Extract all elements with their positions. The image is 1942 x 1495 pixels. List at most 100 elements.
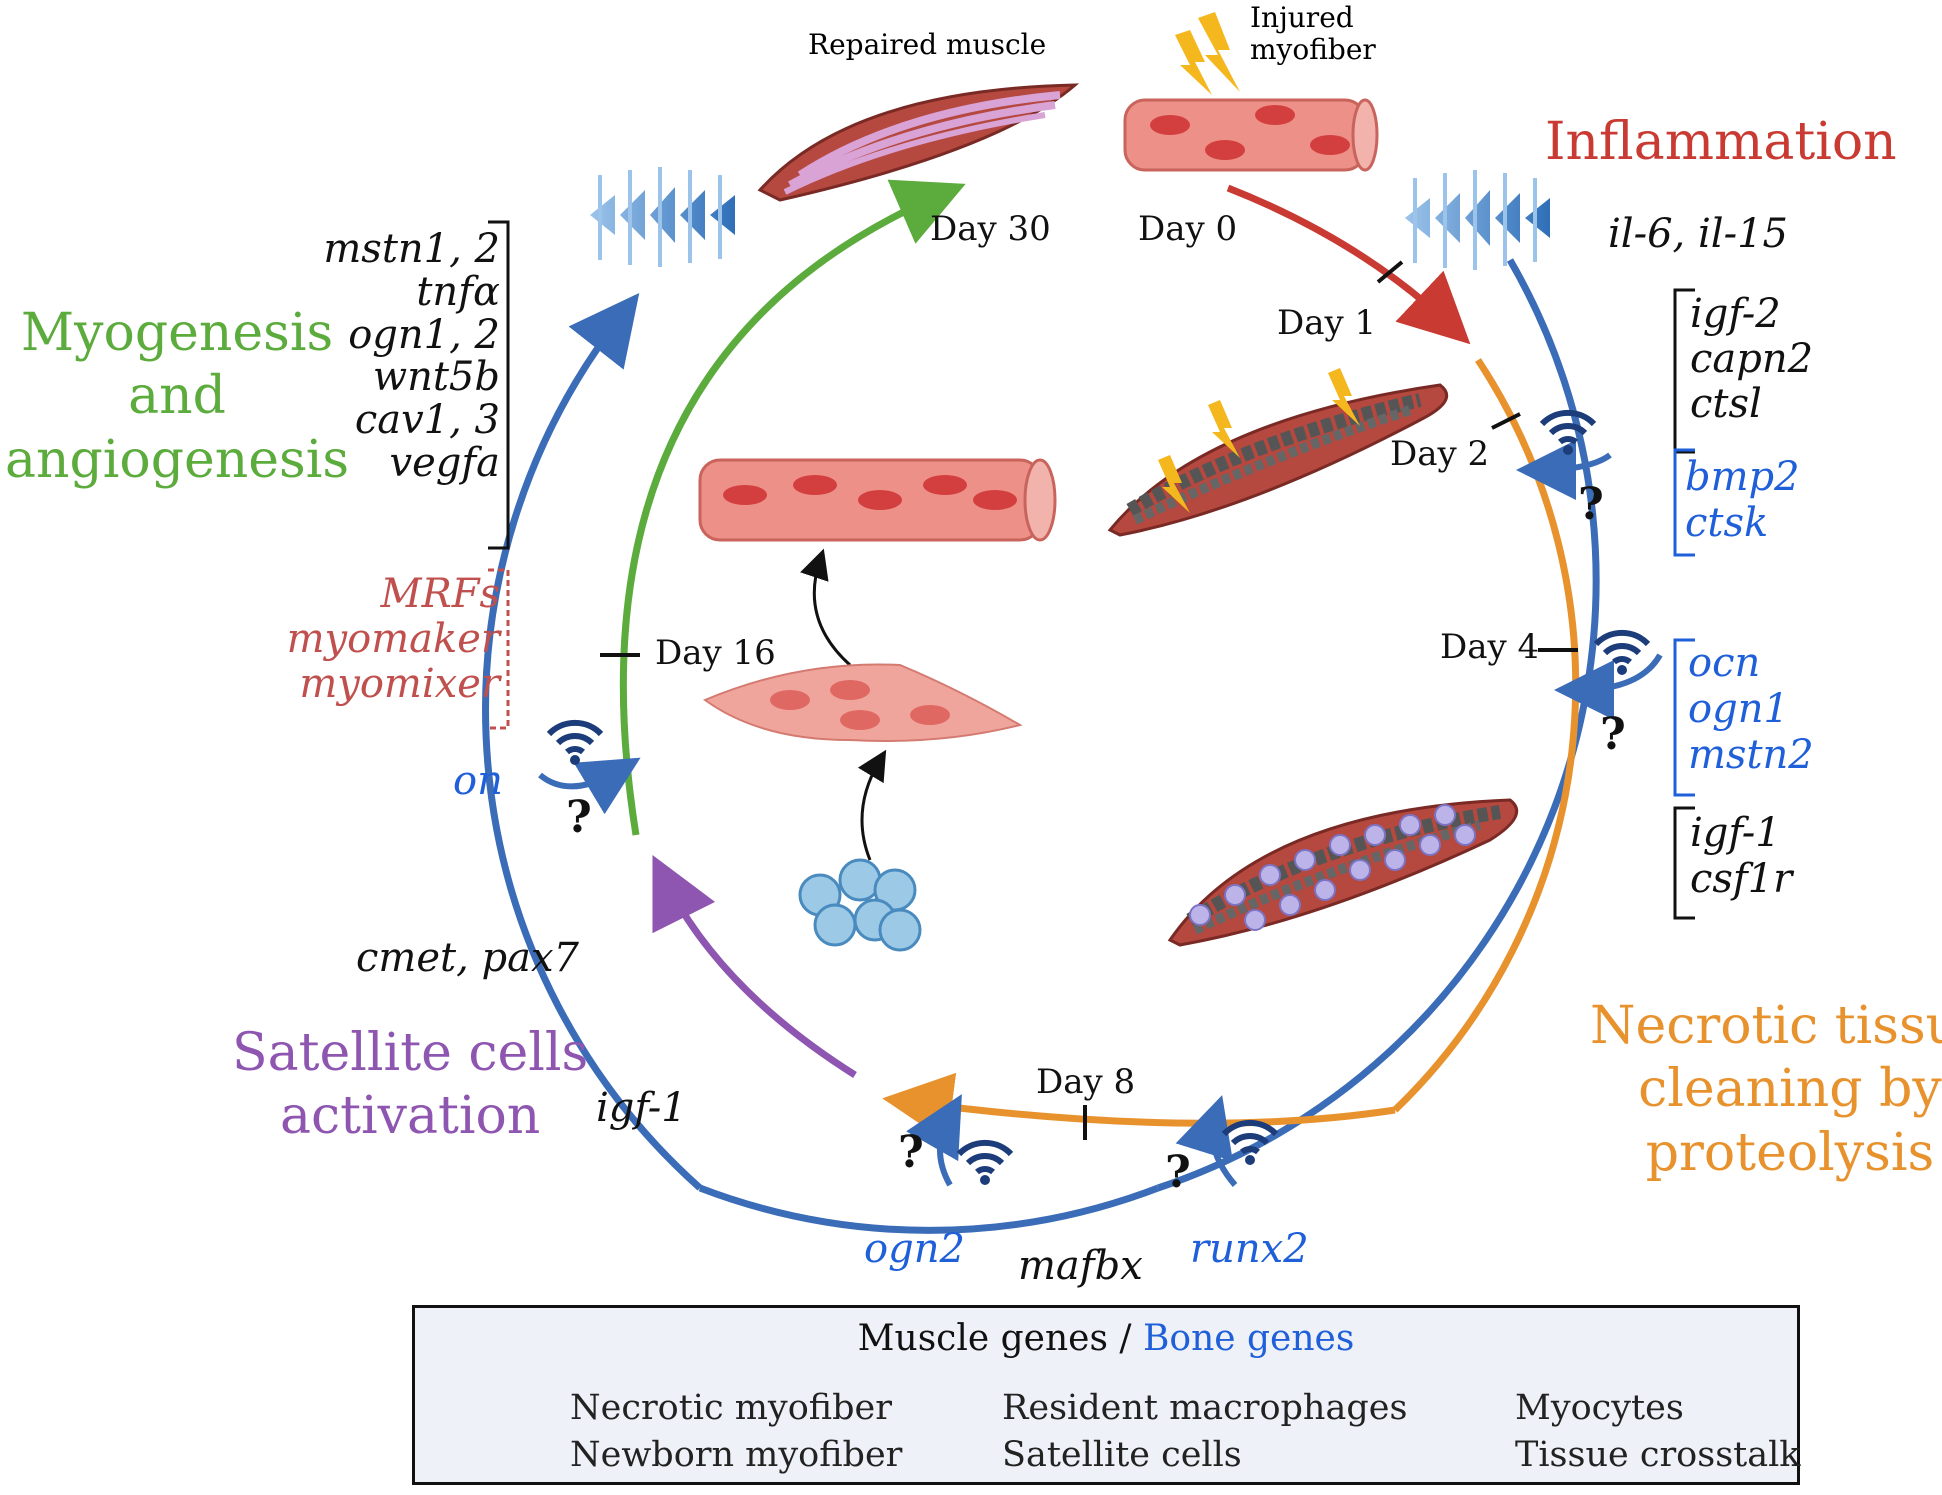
gene-list-myogenesis: mstn1, 2 tnfα ogn1, 2 wnt5b cav1, 3 vegf… — [320, 228, 500, 485]
satellite-cells-illustration — [798, 858, 922, 952]
gene-on: on — [453, 758, 503, 804]
fusion-arrow — [800, 548, 852, 667]
gene-item: tnfα — [416, 268, 500, 315]
gene-ogn2: ogn2 — [864, 1226, 965, 1272]
crosstalk-icon — [956, 1139, 1014, 1185]
gene-item: igf-1 — [1690, 810, 1781, 856]
phase-necrotic-line: proteolysis — [1645, 1122, 1935, 1183]
gene-item: vegfa — [389, 439, 500, 486]
question-mark: ? — [1578, 479, 1604, 530]
question-mark: ? — [1165, 1147, 1191, 1198]
phase-necrotic: Necrotic tissue cleaning by proteolysis — [1590, 995, 1942, 1185]
gene-item: wnt5b — [372, 354, 500, 401]
legend: Muscle genes / Bone genes — [412, 1305, 1800, 1485]
differentiation-arrow — [857, 749, 887, 861]
gene-item: mstn1, 2 — [323, 226, 500, 272]
gene-item: ocn — [1688, 640, 1761, 686]
lightning-icon — [1158, 455, 1190, 513]
satellite-arrow — [652, 854, 857, 1078]
gene-item: bmp2 — [1685, 454, 1800, 500]
gene-item: ogn1, 2 — [348, 311, 500, 358]
crosstalk-icon — [1221, 1119, 1279, 1165]
gene-igf1-satellite: igf-1 — [596, 1085, 687, 1131]
phase-satellite-line: Satellite cells — [232, 1023, 589, 1083]
gene-item: ctsl — [1690, 380, 1762, 427]
lightning-icon — [1175, 30, 1212, 95]
gene-cmet-pax7: cmet, pax7 — [356, 935, 579, 981]
phase-myogenesis-line: angiogenesis — [5, 429, 350, 490]
repaired-muscle-label: Repaired muscle — [808, 28, 1047, 61]
gene-list-day4-muscle: igf-1 csf1r — [1690, 810, 1792, 902]
crosstalk-arrow-runx2 — [1175, 1095, 1238, 1187]
legend-myocytes: Myocytes — [1515, 1388, 1684, 1428]
day2-tick — [1491, 412, 1521, 430]
bracket — [1673, 806, 1695, 920]
phase-myogenesis-line: and — [128, 366, 226, 427]
question-mark: ? — [1600, 709, 1626, 760]
gene-item: ctsk — [1685, 500, 1769, 546]
lightning-icon — [1328, 368, 1360, 426]
outer-ring — [482, 258, 1600, 1234]
macrophage-muscle-illustration — [1167, 798, 1519, 947]
legend-title-bone: Bone genes — [1142, 1318, 1355, 1359]
phase-satellite-line: activation — [279, 1086, 541, 1147]
day1-tick — [1376, 260, 1404, 284]
gene-item: myomixer — [299, 660, 500, 707]
gene-item: cav1, 3 — [354, 397, 500, 444]
legend-satellite-cells: Satellite cells — [1002, 1435, 1242, 1475]
bracket — [1673, 638, 1695, 797]
gene-item: mstn2 — [1688, 732, 1814, 778]
crosstalk-icon — [1539, 409, 1597, 455]
signal-wave-icon — [590, 167, 735, 267]
day-30-label: Day 30 — [930, 209, 1051, 249]
crosstalk-arrow-day2 — [1516, 439, 1612, 500]
phase-myogenesis: Myogenesis and angiogenesis — [5, 302, 349, 492]
gene-list-day2-muscle: igf-2 capn2 ctsl — [1690, 292, 1813, 426]
injured-myofiber-label: Injured myofiber — [1250, 1, 1376, 67]
bracket — [1673, 288, 1695, 454]
phase-satellite: Satellite cells activation — [232, 1022, 588, 1149]
signal-wave-icon — [1405, 170, 1550, 270]
day-0-label: Day 0 — [1138, 209, 1238, 249]
lightning-icon — [1208, 400, 1240, 458]
injured-label-line: myofiber — [1250, 33, 1376, 67]
phase-myogenesis-line: Myogenesis — [20, 303, 334, 363]
phase-inflammation: Inflammation — [1545, 112, 1897, 172]
bracket — [488, 220, 510, 550]
day-1-label: Day 1 — [1277, 303, 1377, 343]
injured-label-line: Injured — [1250, 1, 1354, 34]
bracket — [1673, 448, 1695, 557]
gene-item: igf-2 — [1690, 291, 1781, 337]
injured-myofiber-illustration — [1123, 98, 1379, 172]
gene-item: csf1r — [1690, 856, 1793, 902]
legend-tissue-crosstalk: Tissue crosstalk — [1515, 1435, 1801, 1475]
macrophage-cells — [1189, 804, 1476, 931]
gene-list-day2-bone: bmp2 ctsk — [1685, 454, 1800, 546]
day-4-label: Day 4 — [1440, 627, 1540, 667]
legend-title-muscle: Muscle genes — [857, 1318, 1108, 1359]
gene-runx2: runx2 — [1190, 1226, 1309, 1272]
gene-item: capn2 — [1690, 335, 1814, 382]
phase-necrotic-line: Necrotic tissue — [1590, 996, 1942, 1056]
crosstalk-icon — [546, 719, 604, 765]
myocytes-illustration — [702, 663, 1023, 742]
bracket — [488, 568, 510, 730]
day-2-label: Day 2 — [1390, 434, 1490, 474]
legend-title: Muscle genes / Bone genes — [415, 1318, 1797, 1359]
inflammation-arrow — [1226, 184, 1471, 345]
gene-item: MRFs — [380, 571, 500, 617]
day-8-label: Day 8 — [1036, 1062, 1136, 1102]
legend-resident-macrophages: Resident macrophages — [1002, 1388, 1408, 1428]
legend-necrotic-myofiber: Necrotic myofiber — [570, 1388, 892, 1428]
gene-mafbx: mafbx — [1018, 1243, 1143, 1289]
question-mark: ? — [898, 1127, 924, 1178]
question-mark: ? — [566, 792, 592, 843]
gene-il: il-6, il-15 — [1608, 211, 1788, 257]
gene-item: myomaker — [286, 615, 500, 662]
repaired-muscle-illustration — [757, 83, 1080, 202]
legend-title-separator: / — [1107, 1318, 1143, 1359]
crosstalk-icon — [1593, 629, 1651, 675]
gene-list-mrfs: MRFs myomaker myomixer — [270, 572, 500, 706]
gene-list-day4-bone: ocn ogn1 mstn2 — [1688, 640, 1814, 778]
legend-newborn-myofiber: Newborn myofiber — [570, 1435, 903, 1475]
